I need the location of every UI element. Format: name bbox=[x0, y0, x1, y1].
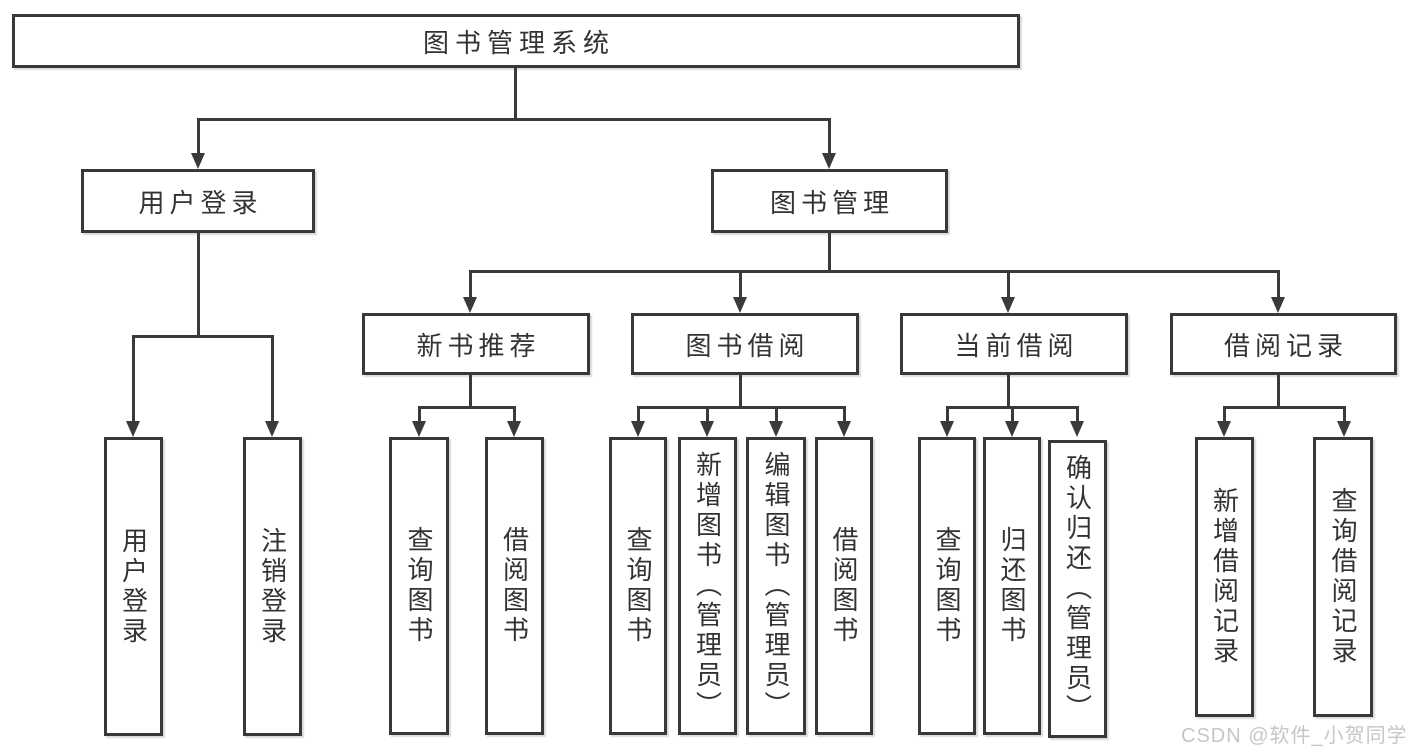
arrow-down-icon bbox=[1271, 297, 1285, 313]
connector-vline bbox=[1223, 406, 1226, 423]
arrow-down-icon bbox=[412, 421, 426, 437]
leaf-query-books-recommend: 查询图书 bbox=[389, 437, 449, 735]
node-book-management: 图书管理 bbox=[711, 169, 948, 233]
node-user-login: 用户登录 bbox=[81, 169, 315, 233]
arrow-down-icon bbox=[126, 421, 140, 437]
connector-vline bbox=[132, 335, 135, 423]
leaf-logout: 注销登录 bbox=[243, 437, 302, 736]
node-label: 查询图书 bbox=[404, 526, 434, 646]
node-label: 图书管理系统 bbox=[422, 27, 615, 58]
connector-vline bbox=[739, 375, 742, 408]
node-label: 当前借阅 bbox=[954, 330, 1079, 361]
connector-vline bbox=[197, 233, 200, 337]
leaf-edit-books-admin: 编辑图书（管理员） bbox=[746, 437, 806, 735]
leaf-query-books-borrow: 查询图书 bbox=[609, 437, 667, 735]
node-label: 查询借阅记录 bbox=[1328, 487, 1358, 667]
node-label: 图书管理 bbox=[769, 187, 894, 218]
connector-vline bbox=[514, 68, 517, 120]
csdn-watermark: CSDN @软件_小贺同学 bbox=[1181, 725, 1405, 747]
arrow-down-icon bbox=[733, 297, 747, 313]
leaf-borrow-books-recommend: 借阅图书 bbox=[485, 437, 544, 735]
connector-vline bbox=[1277, 270, 1280, 299]
connector-vline bbox=[946, 406, 949, 423]
connector-rail bbox=[418, 406, 516, 409]
connector-rail bbox=[637, 406, 846, 409]
leaf-confirm-return-admin: 确认归还（管理员） bbox=[1048, 440, 1107, 738]
connector-vline bbox=[828, 233, 831, 272]
node-book-borrowing: 图书借阅 bbox=[631, 313, 859, 375]
node-new-book-recommendation: 新书推荐 bbox=[362, 313, 590, 375]
leaf-add-books-admin: 新增图书（管理员） bbox=[678, 437, 737, 735]
connector-vline bbox=[1007, 375, 1010, 408]
node-label: 注销登录 bbox=[257, 526, 288, 647]
connector-vline bbox=[775, 406, 778, 423]
node-label: 用户登录 bbox=[138, 187, 263, 218]
node-label: 新书推荐 bbox=[416, 330, 541, 361]
leaf-query-borrow-record: 查询借阅记录 bbox=[1313, 437, 1373, 717]
connector-vline bbox=[1011, 406, 1014, 423]
connector-vline bbox=[1007, 270, 1010, 299]
connector-vline bbox=[637, 406, 640, 423]
node-label: 图书借阅 bbox=[685, 330, 810, 361]
connector-vline bbox=[469, 270, 472, 299]
arrow-down-icon bbox=[265, 421, 279, 437]
arrow-down-icon bbox=[191, 153, 205, 169]
node-label: 查询图书 bbox=[932, 526, 962, 646]
leaf-return-books: 归还图书 bbox=[983, 437, 1041, 735]
arrow-down-icon bbox=[1337, 421, 1351, 437]
node-label: 编辑图书（管理员） bbox=[761, 451, 791, 721]
connector-vline bbox=[469, 375, 472, 408]
arrow-down-icon bbox=[822, 153, 836, 169]
arrow-down-icon bbox=[700, 421, 714, 437]
connector-rail bbox=[132, 335, 274, 338]
node-label: 归还图书 bbox=[997, 526, 1027, 646]
arrow-down-icon bbox=[769, 421, 783, 437]
leaf-user-login: 用户登录 bbox=[104, 437, 163, 736]
node-label: 借阅图书 bbox=[499, 526, 530, 646]
node-library-management-system: 图书管理系统 bbox=[12, 14, 1020, 68]
arrow-down-icon bbox=[837, 421, 851, 437]
connector-vline bbox=[513, 406, 516, 423]
connector-vline bbox=[706, 406, 709, 423]
connector-vline bbox=[843, 406, 846, 423]
node-borrowing-records: 借阅记录 bbox=[1170, 313, 1397, 375]
arrow-down-icon bbox=[463, 297, 477, 313]
leaf-add-borrow-record: 新增借阅记录 bbox=[1195, 437, 1254, 717]
connector-vline bbox=[197, 118, 200, 155]
leaf-borrow-books: 借阅图书 bbox=[815, 437, 873, 735]
connector-rail bbox=[1223, 406, 1345, 409]
arrow-down-icon bbox=[507, 421, 521, 437]
leaf-query-books-current: 查询图书 bbox=[918, 437, 976, 735]
connector-vline bbox=[1076, 406, 1079, 423]
arrow-down-icon bbox=[631, 421, 645, 437]
connector-rail bbox=[469, 270, 1280, 273]
arrow-down-icon bbox=[940, 421, 954, 437]
node-label: 查询图书 bbox=[623, 526, 653, 646]
connector-rail bbox=[197, 118, 831, 121]
node-label: 确认归还（管理员） bbox=[1062, 454, 1093, 724]
node-label: 新增借阅记录 bbox=[1209, 487, 1240, 667]
node-label: 新增图书（管理员） bbox=[692, 451, 723, 721]
node-label: 借阅图书 bbox=[829, 526, 859, 646]
node-label: 用户登录 bbox=[118, 526, 149, 647]
connector-vline bbox=[271, 335, 274, 423]
node-label: 借阅记录 bbox=[1223, 330, 1348, 361]
connector-vline bbox=[739, 270, 742, 299]
connector-vline bbox=[1343, 406, 1346, 423]
arrow-down-icon bbox=[1005, 421, 1019, 437]
connector-vline bbox=[418, 406, 421, 423]
arrow-down-icon bbox=[1001, 297, 1015, 313]
arrow-down-icon bbox=[1070, 421, 1084, 437]
connector-vline bbox=[1277, 375, 1280, 408]
connector-vline bbox=[828, 118, 831, 155]
arrow-down-icon bbox=[1217, 421, 1231, 437]
node-current-borrowing: 当前借阅 bbox=[900, 313, 1128, 375]
